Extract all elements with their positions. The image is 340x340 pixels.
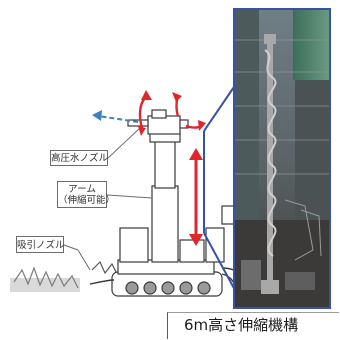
caption-box: 6m高さ伸縮機構 xyxy=(167,312,339,339)
high-pressure-nozzle-label: 高圧水ノズル xyxy=(50,150,108,166)
suction-nozzle-label: 吸引ノズル xyxy=(16,236,65,253)
ground-debris xyxy=(10,260,131,292)
equipment-boxes xyxy=(119,205,237,263)
spray-direction-arrow xyxy=(92,110,139,123)
caption-text: 6m高さ伸縮機構 xyxy=(184,316,299,334)
extended-arm-photo xyxy=(233,8,331,309)
vehicle-base xyxy=(111,259,223,297)
nozzle-head xyxy=(127,109,189,135)
arm-label-line1: アーム xyxy=(68,184,96,195)
extension-arrow xyxy=(189,148,203,246)
rotation-arrows xyxy=(138,90,206,136)
arm-label-line2: （伸縮可能） xyxy=(58,195,116,206)
arm-label: アーム （伸縮可能） xyxy=(57,181,116,208)
photo-connector-lines xyxy=(203,83,237,293)
photo-graphic xyxy=(235,10,329,307)
telescopic-arm xyxy=(149,131,181,263)
leader-lines xyxy=(63,127,153,271)
